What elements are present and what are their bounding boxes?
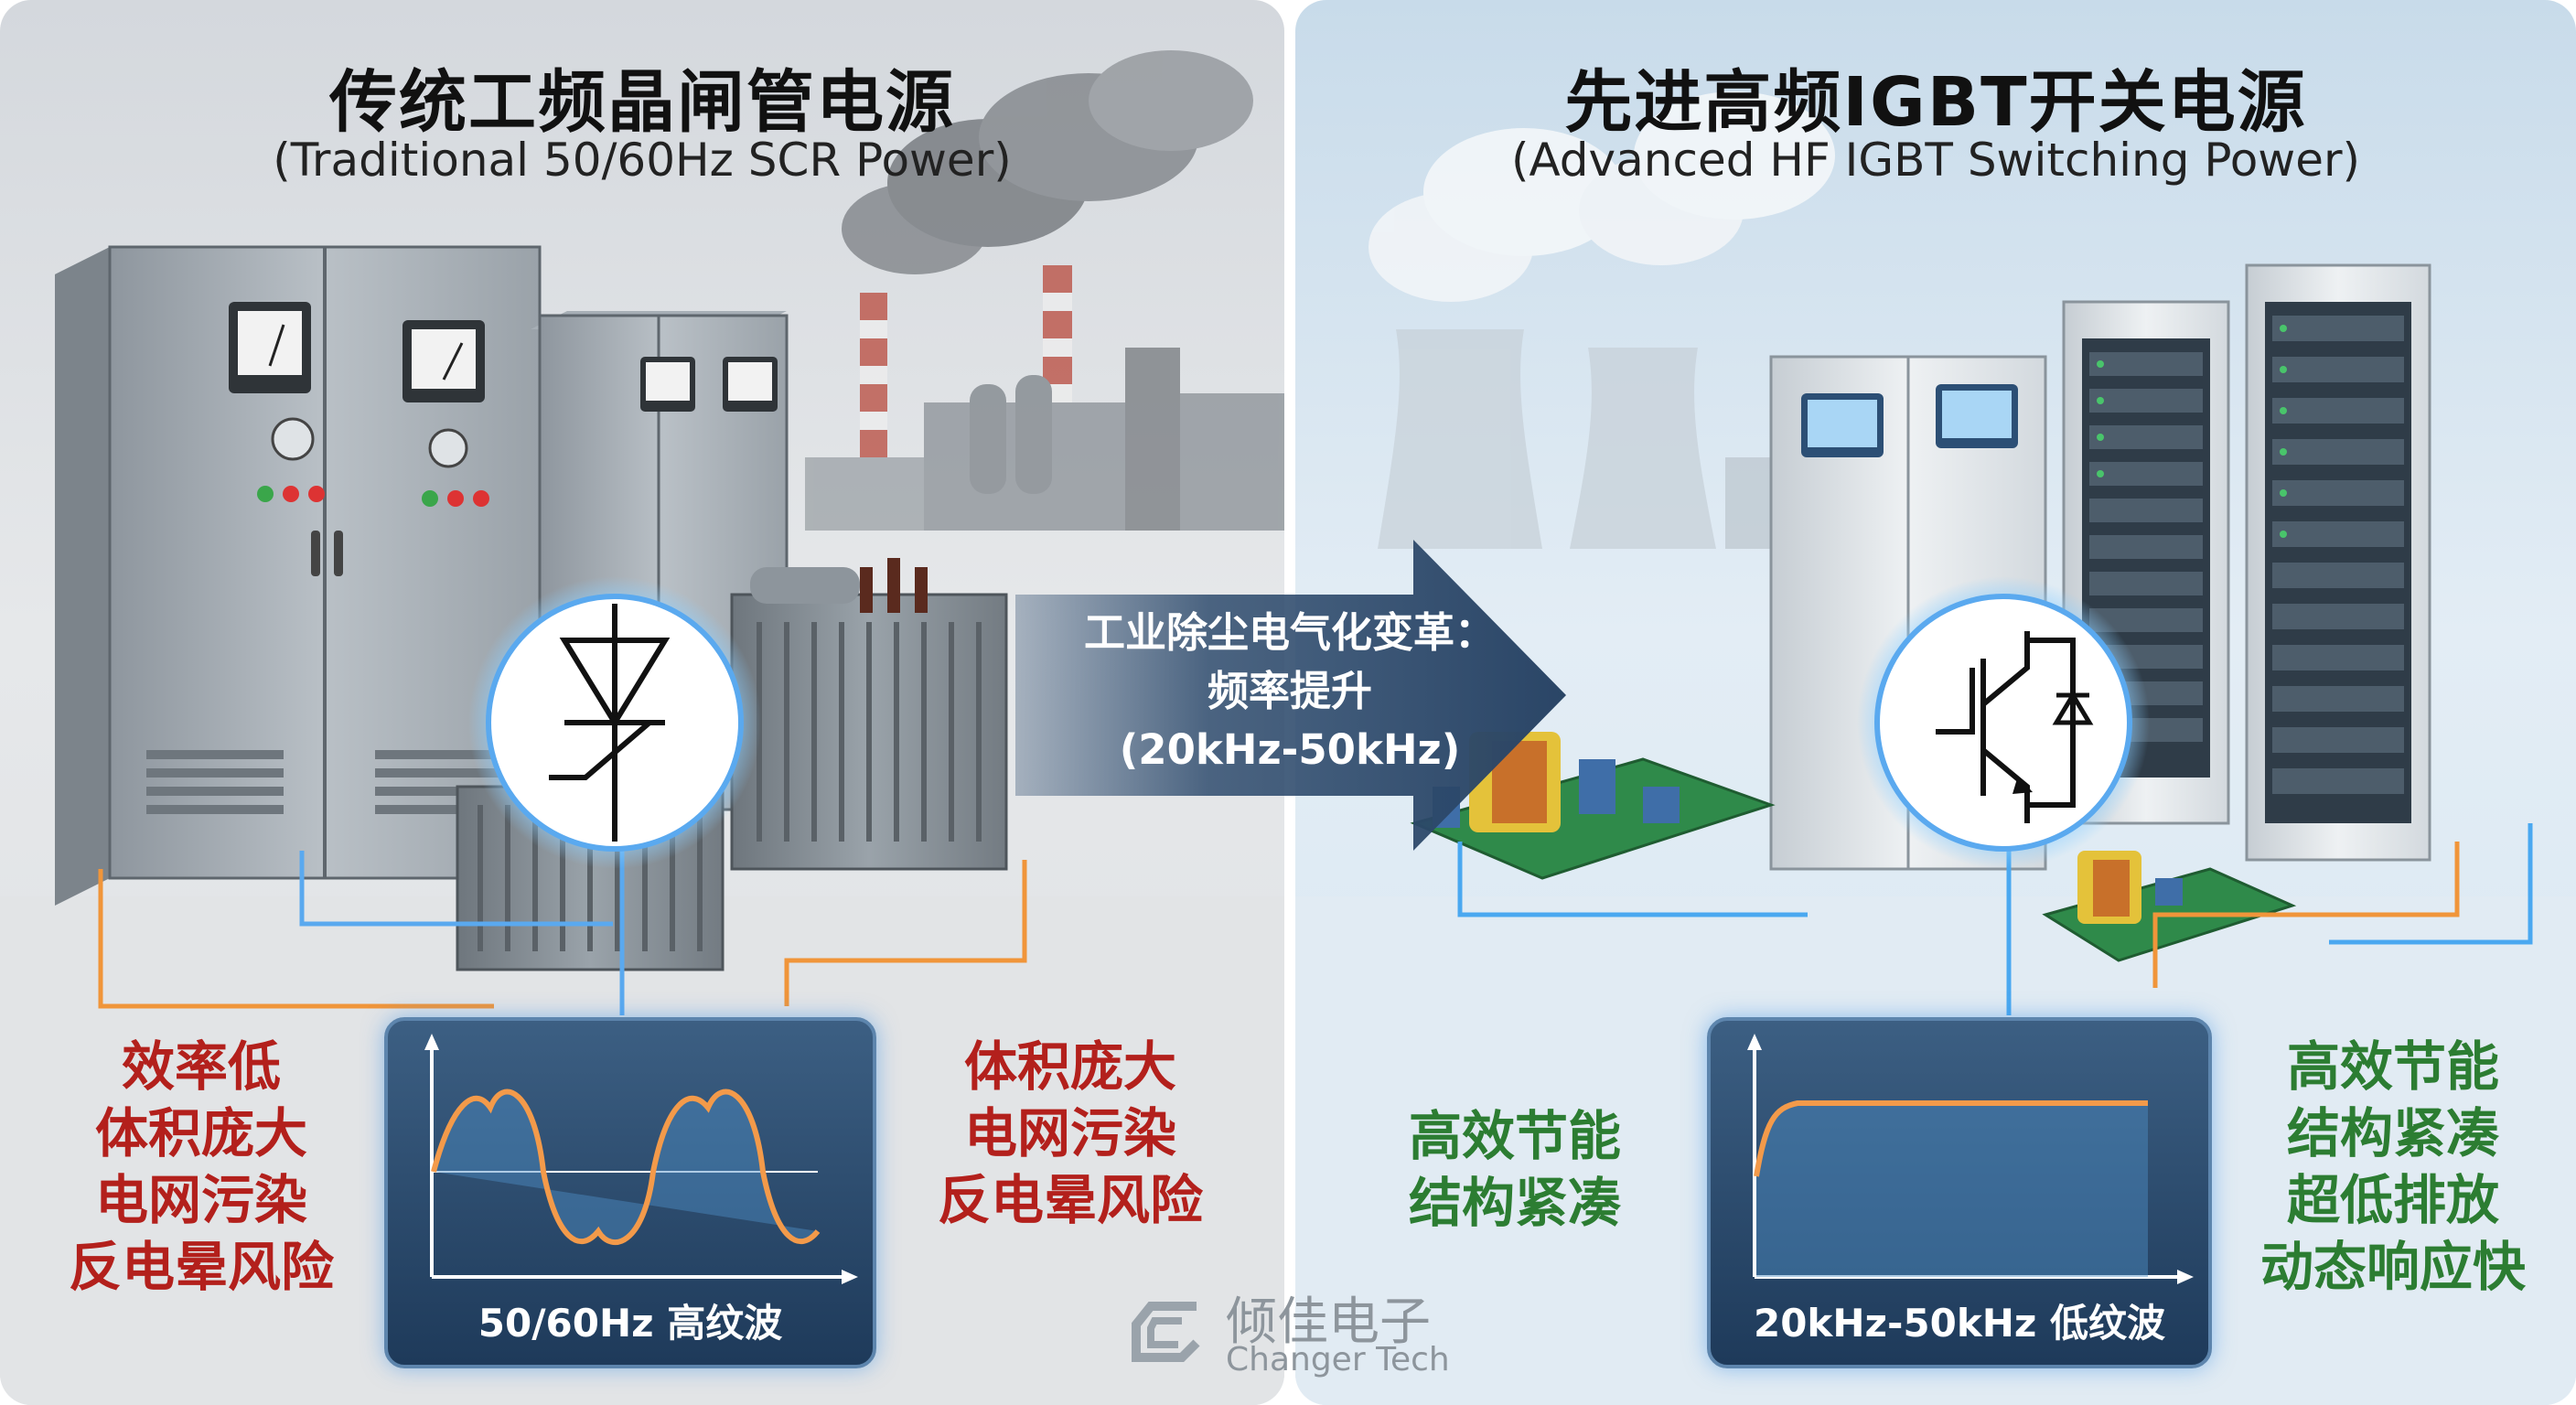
signal-wiring	[1457, 796, 2533, 1015]
trait-item: 动态响应快	[2259, 1236, 2526, 1298]
trait-item: 超低排放	[2286, 1169, 2499, 1231]
waveform-caption: 50/60Hz 高纹波	[478, 1301, 783, 1346]
left-panel-subtitle: (Traditional 50/60Hz SCR Power)	[273, 134, 1012, 187]
trait-item: 效率低	[121, 1035, 281, 1098]
high-ripple-waveform-card: 50/60Hz 高纹波	[384, 1017, 876, 1368]
power-wiring	[98, 741, 1027, 1015]
igbt-icon	[1857, 576, 2150, 869]
watermark-en: Changer Tech	[1226, 1341, 1450, 1378]
trait-item: 反电晕风险	[937, 1169, 1203, 1231]
left-drawbacks-list: 效率低 体积庞大 电网污染 反电晕风险	[18, 1034, 384, 1301]
trait-item: 体积庞大	[94, 1102, 307, 1164]
left-panel-title: 传统工频晶闸管电源	[329, 63, 955, 142]
low-ripple-waveform-card: 20kHz-50kHz 低纹波	[1707, 1017, 2212, 1368]
trait-item: 高效节能	[1408, 1105, 1621, 1167]
trait-item: 电网污染	[94, 1169, 307, 1231]
trait-item: 体积庞大	[963, 1035, 1176, 1098]
flat-dc-plot	[1747, 1034, 2194, 1284]
trait-item: 结构紧凑	[2286, 1102, 2499, 1164]
right-panel-title: 先进高频IGBT开关电源	[1564, 63, 2307, 142]
traditional-power-panel: 传统工频晶闸管电源 (Traditional 50/60Hz SCR Power…	[0, 0, 1284, 1405]
trait-item: 高效节能	[2286, 1035, 2499, 1098]
trait-item: 结构紧凑	[1408, 1172, 1621, 1234]
factory-silhouette	[805, 50, 1284, 531]
trait-item: 反电晕风险	[68, 1236, 334, 1298]
right-panel-subtitle: (Advanced HF IGBT Switching Power)	[1510, 134, 2361, 187]
hf-circuit-board	[1410, 732, 1776, 880]
changer-logo-icon	[1132, 1302, 1200, 1362]
trait-item: 电网污染	[963, 1102, 1176, 1164]
watermark-cn: 倾佳电子	[1226, 1292, 1431, 1352]
right-drawbacks-list: 体积庞大 电网污染 反电晕风险	[887, 1034, 1253, 1234]
scr-thyristor-icon	[468, 576, 761, 869]
right-benefits-list: 高效节能 结构紧凑 超低排放 动态响应快	[2210, 1034, 2576, 1301]
brand-watermark: 倾佳电子 Changer Tech	[1123, 1281, 1489, 1383]
transition-line: 频率提升	[1207, 667, 1372, 715]
transition-label: 工业除尘电气化变革： 频率提升 (20kHz-50kHz)	[1034, 604, 1546, 779]
sine-ripple-plot	[424, 1034, 858, 1284]
transition-line: (20kHz-50kHz)	[1119, 725, 1461, 774]
modern-plant-scene	[1295, 91, 2576, 1405]
scr-control-cabinet	[55, 245, 542, 906]
transition-line: 工业除尘电气化变革：	[1083, 608, 1496, 657]
traditional-factory-scene	[0, 50, 1284, 1405]
left-benefits-list: 高效节能 结构紧凑	[1350, 1103, 1680, 1237]
waveform-caption: 20kHz-50kHz 低纹波	[1753, 1301, 2165, 1346]
